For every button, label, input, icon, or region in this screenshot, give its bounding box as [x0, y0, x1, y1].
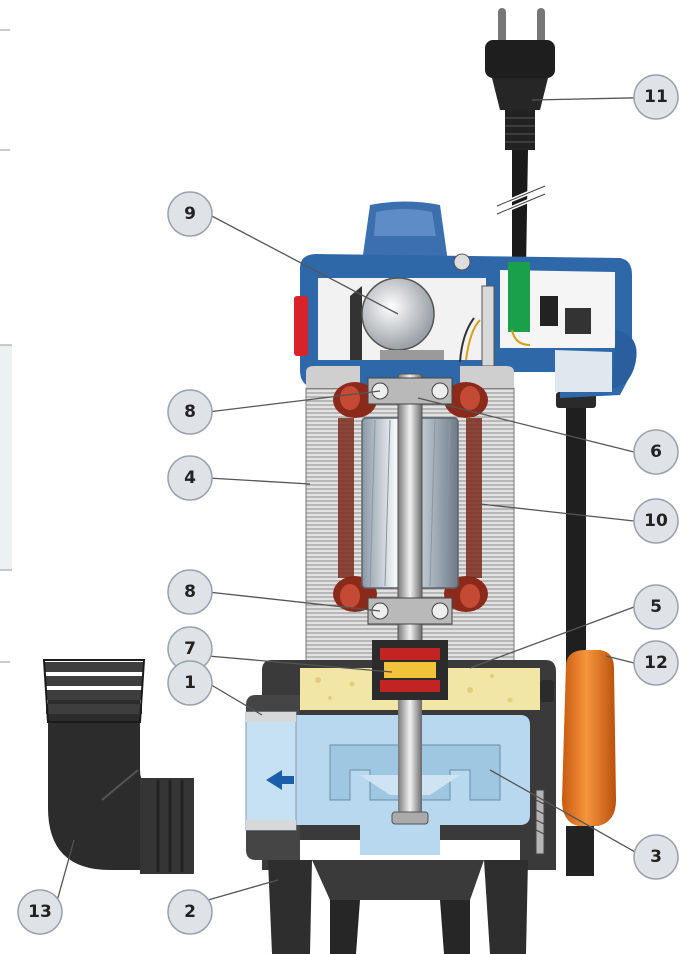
callout-4-label: 4 [184, 468, 196, 488]
callout-10-label: 10 [644, 511, 668, 531]
float-cable [566, 400, 586, 670]
callout-2: 2 [167, 889, 213, 935]
impeller [329, 700, 501, 825]
callout-5-label: 5 [650, 597, 662, 617]
fixing-screw [535, 789, 545, 855]
callout-1-label: 1 [184, 673, 196, 693]
callout-2-label: 2 [184, 902, 196, 922]
power-cable [485, 8, 555, 270]
callout-4: 4 [167, 455, 213, 501]
callout-3-label: 3 [650, 847, 662, 867]
callout-12-label: 12 [644, 653, 668, 673]
callout-8-upper: 8 [167, 389, 213, 435]
stator-windings [333, 382, 488, 612]
callout-12: 12 [633, 640, 679, 686]
internal-wiring [453, 253, 591, 367]
float-switch [562, 650, 616, 876]
elbow-fitting [42, 659, 194, 874]
leader-lines [53, 96, 675, 913]
callout-9-label: 9 [184, 204, 196, 224]
lower-bearing [367, 597, 453, 625]
callout-6-label: 6 [650, 442, 662, 462]
callout-8a-label: 8 [184, 402, 196, 422]
callout-7-label: 7 [184, 639, 196, 659]
callout-13: 13 [17, 889, 63, 935]
callout-8b-label: 8 [184, 582, 196, 602]
page-margin-marks [0, 29, 12, 663]
base-support [268, 860, 528, 954]
callout-11: 11 [633, 74, 679, 120]
callout-10: 10 [633, 498, 679, 544]
mechanical-seal [372, 640, 448, 700]
callout-8-lower: 8 [167, 569, 213, 615]
callout-1: 1 [167, 660, 213, 706]
callout-3: 3 [633, 834, 679, 880]
upper-bearing [367, 377, 453, 405]
callout-13-label: 13 [28, 902, 52, 922]
callout-11-label: 11 [644, 87, 668, 107]
callout-6: 6 [633, 429, 679, 475]
callout-5: 5 [633, 584, 679, 630]
callout-9: 9 [167, 191, 213, 237]
